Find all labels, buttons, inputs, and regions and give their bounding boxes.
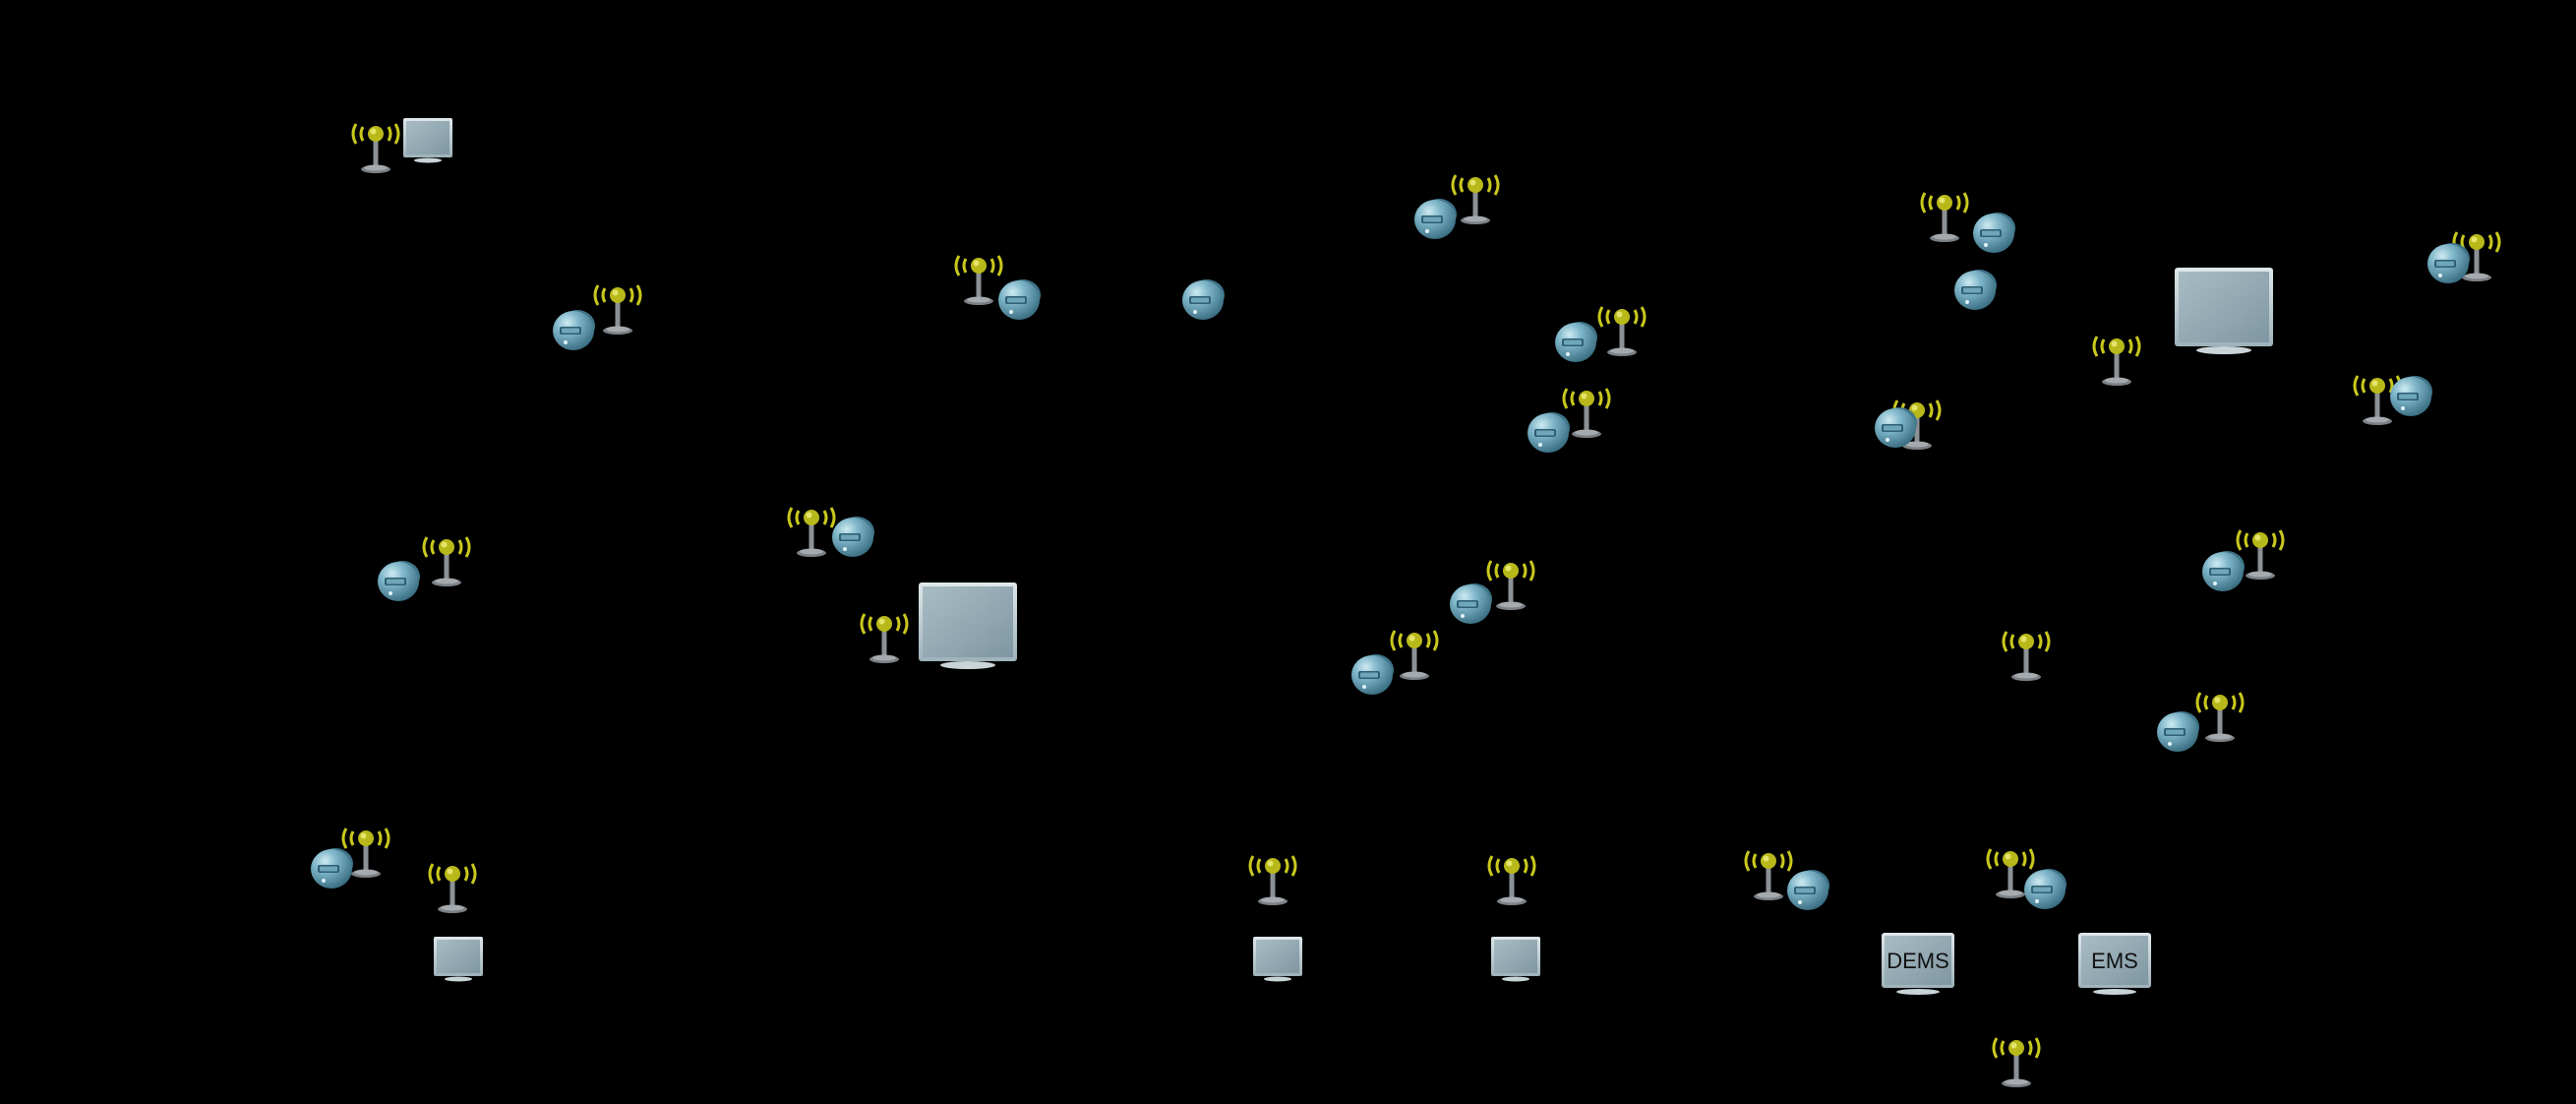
meter-icon bbox=[378, 561, 420, 601]
antenna-icon bbox=[1487, 854, 1536, 907]
ems-label: EMS bbox=[2091, 949, 2138, 973]
meter-icon bbox=[2202, 551, 2245, 591]
dems-label: DEMS bbox=[1887, 949, 1949, 973]
antenna-icon bbox=[1562, 387, 1611, 440]
antenna-icon bbox=[787, 506, 836, 559]
meter-icon bbox=[1555, 322, 1597, 362]
antenna-icon bbox=[351, 122, 400, 175]
antenna-icon bbox=[593, 283, 642, 337]
meter-icon bbox=[1450, 583, 1492, 624]
meter-icon bbox=[1414, 199, 1457, 239]
antenna-icon bbox=[2195, 691, 2245, 744]
antenna-icon bbox=[1744, 849, 1793, 902]
monitor-icon bbox=[1253, 937, 1302, 982]
monitor-icon bbox=[403, 118, 452, 163]
antenna-icon bbox=[1248, 854, 1297, 907]
monitor-icon bbox=[1491, 937, 1540, 982]
meter-icon bbox=[2157, 711, 2199, 752]
meter-icon bbox=[553, 310, 595, 350]
meter-icon bbox=[1182, 279, 1225, 320]
meter-icon bbox=[1875, 407, 1917, 448]
meter-icon bbox=[1954, 270, 1997, 310]
antenna-icon bbox=[1920, 191, 1969, 244]
monitor-icon bbox=[2175, 268, 2273, 354]
antenna-icon bbox=[1390, 629, 1439, 682]
antenna-icon bbox=[954, 254, 1003, 307]
meter-icon bbox=[832, 517, 874, 557]
antenna-icon bbox=[1992, 1036, 2041, 1089]
antenna-icon bbox=[860, 612, 909, 665]
antenna-icon bbox=[428, 862, 477, 915]
antenna-icon bbox=[1597, 305, 1647, 358]
antenna-icon bbox=[1486, 559, 1535, 612]
meter-icon bbox=[1787, 870, 1829, 910]
meter-icon bbox=[998, 279, 1041, 320]
ems-terminal: EMS bbox=[2078, 933, 2151, 995]
antenna-icon bbox=[2236, 528, 2285, 582]
dems-terminal: DEMS bbox=[1882, 933, 1954, 995]
meter-icon bbox=[1351, 654, 1394, 695]
meter-icon bbox=[311, 848, 353, 889]
meter-icon bbox=[1973, 213, 2015, 253]
antenna-icon bbox=[2002, 630, 2051, 683]
antenna-icon bbox=[422, 535, 471, 588]
antenna-icon bbox=[2092, 335, 2141, 388]
monitor-icon bbox=[919, 583, 1017, 669]
monitor-icon bbox=[434, 937, 483, 982]
antenna-icon bbox=[1451, 173, 1500, 226]
meter-icon bbox=[2024, 869, 2067, 909]
meter-icon bbox=[1528, 412, 1570, 453]
meter-icon bbox=[2390, 376, 2432, 416]
